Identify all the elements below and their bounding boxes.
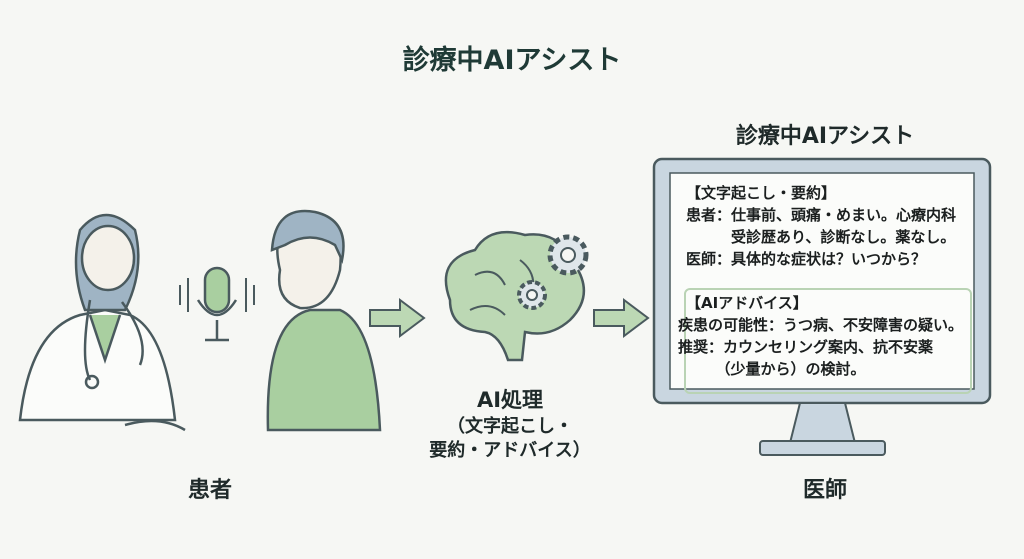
page-title: 診療中AIアシスト xyxy=(402,45,622,76)
ai-processing-sub1: （文字起こし・ xyxy=(447,416,573,437)
gear-icon xyxy=(517,280,547,310)
ai-processing-sub2: 要約・アドバイス） xyxy=(429,440,591,461)
advice-line: 疾患の可能性：うつ病、不安障害の疑い。 xyxy=(678,316,964,334)
transcript-line: 患者：仕事前、頭痛・めまい。心療内科 xyxy=(686,206,957,224)
ai-processing-title: AI処理 xyxy=(476,388,544,412)
gear-icon xyxy=(547,234,589,276)
advice-line: 推奨：カウンセリング案内、抗不安薬 xyxy=(678,338,934,356)
patient-label: 患者 xyxy=(187,478,232,503)
monitor-illustration xyxy=(652,157,992,456)
consultation-illustration xyxy=(18,209,382,432)
advice-section: 【AIアドバイス】 疾患の可能性：うつ病、不安障害の疑い。 推奨：カウンセリング… xyxy=(678,292,963,380)
transcript-section: 【文字起こし・要約】 患者：仕事前、頭痛・めまい。心療内科 受診歴あり、診断なし… xyxy=(686,182,956,270)
advice-heading: 【AIアドバイス】 xyxy=(686,294,808,312)
arrow-right-icon xyxy=(593,298,650,338)
monitor-title: 診療中AIアシスト xyxy=(735,124,915,149)
patient-figure xyxy=(266,209,382,432)
transcript-line: 受診歴あり、診断なし。薬なし。 xyxy=(686,228,956,246)
arrow-right-icon xyxy=(369,298,426,338)
microphone-icon xyxy=(179,266,255,342)
transcript-heading: 【文字起こし・要約】 xyxy=(686,184,837,202)
brain-gear-icon xyxy=(444,230,589,362)
doctor-label: 医師 xyxy=(802,478,847,503)
doctor-figure xyxy=(18,213,186,432)
advice-box xyxy=(684,288,972,394)
advice-line: （少量から）の検討。 xyxy=(678,360,866,378)
transcript-line: 医師：具体的な症状は？いつから？ xyxy=(686,250,927,268)
